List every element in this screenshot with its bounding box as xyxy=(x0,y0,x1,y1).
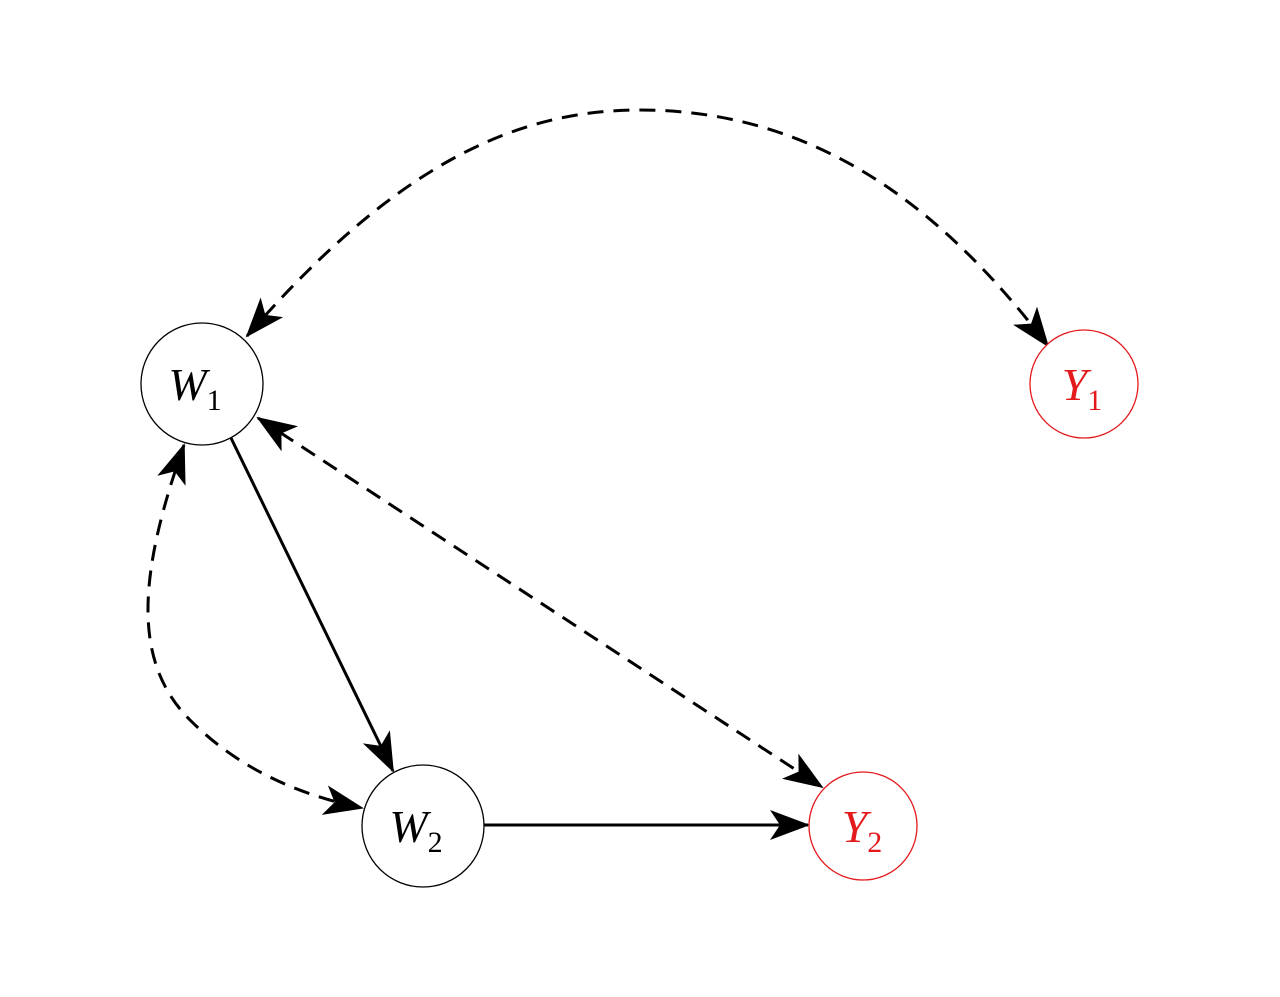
edges xyxy=(146,108,1050,840)
node-y2-circle xyxy=(808,771,918,881)
node-y2: Y2 xyxy=(808,771,918,881)
edge-w1-y2-dashed xyxy=(256,416,824,789)
node-w2-circle xyxy=(361,764,485,888)
edge-w1-w2-solid xyxy=(229,437,395,773)
node-y1-label: Y1 xyxy=(1062,359,1103,417)
node-w1-circle xyxy=(140,322,264,446)
node-w1: W1 xyxy=(140,322,264,446)
node-w1-label: W1 xyxy=(168,359,221,417)
edge-w1-w2-dashed xyxy=(146,443,364,815)
node-w2: W2 xyxy=(361,764,485,888)
edge-w1-y1-dashed xyxy=(245,108,1050,348)
node-w2-label: W2 xyxy=(389,801,442,859)
node-y1-circle xyxy=(1029,329,1139,439)
node-y1: Y1 xyxy=(1029,329,1139,439)
node-y2-label: Y2 xyxy=(842,801,883,859)
